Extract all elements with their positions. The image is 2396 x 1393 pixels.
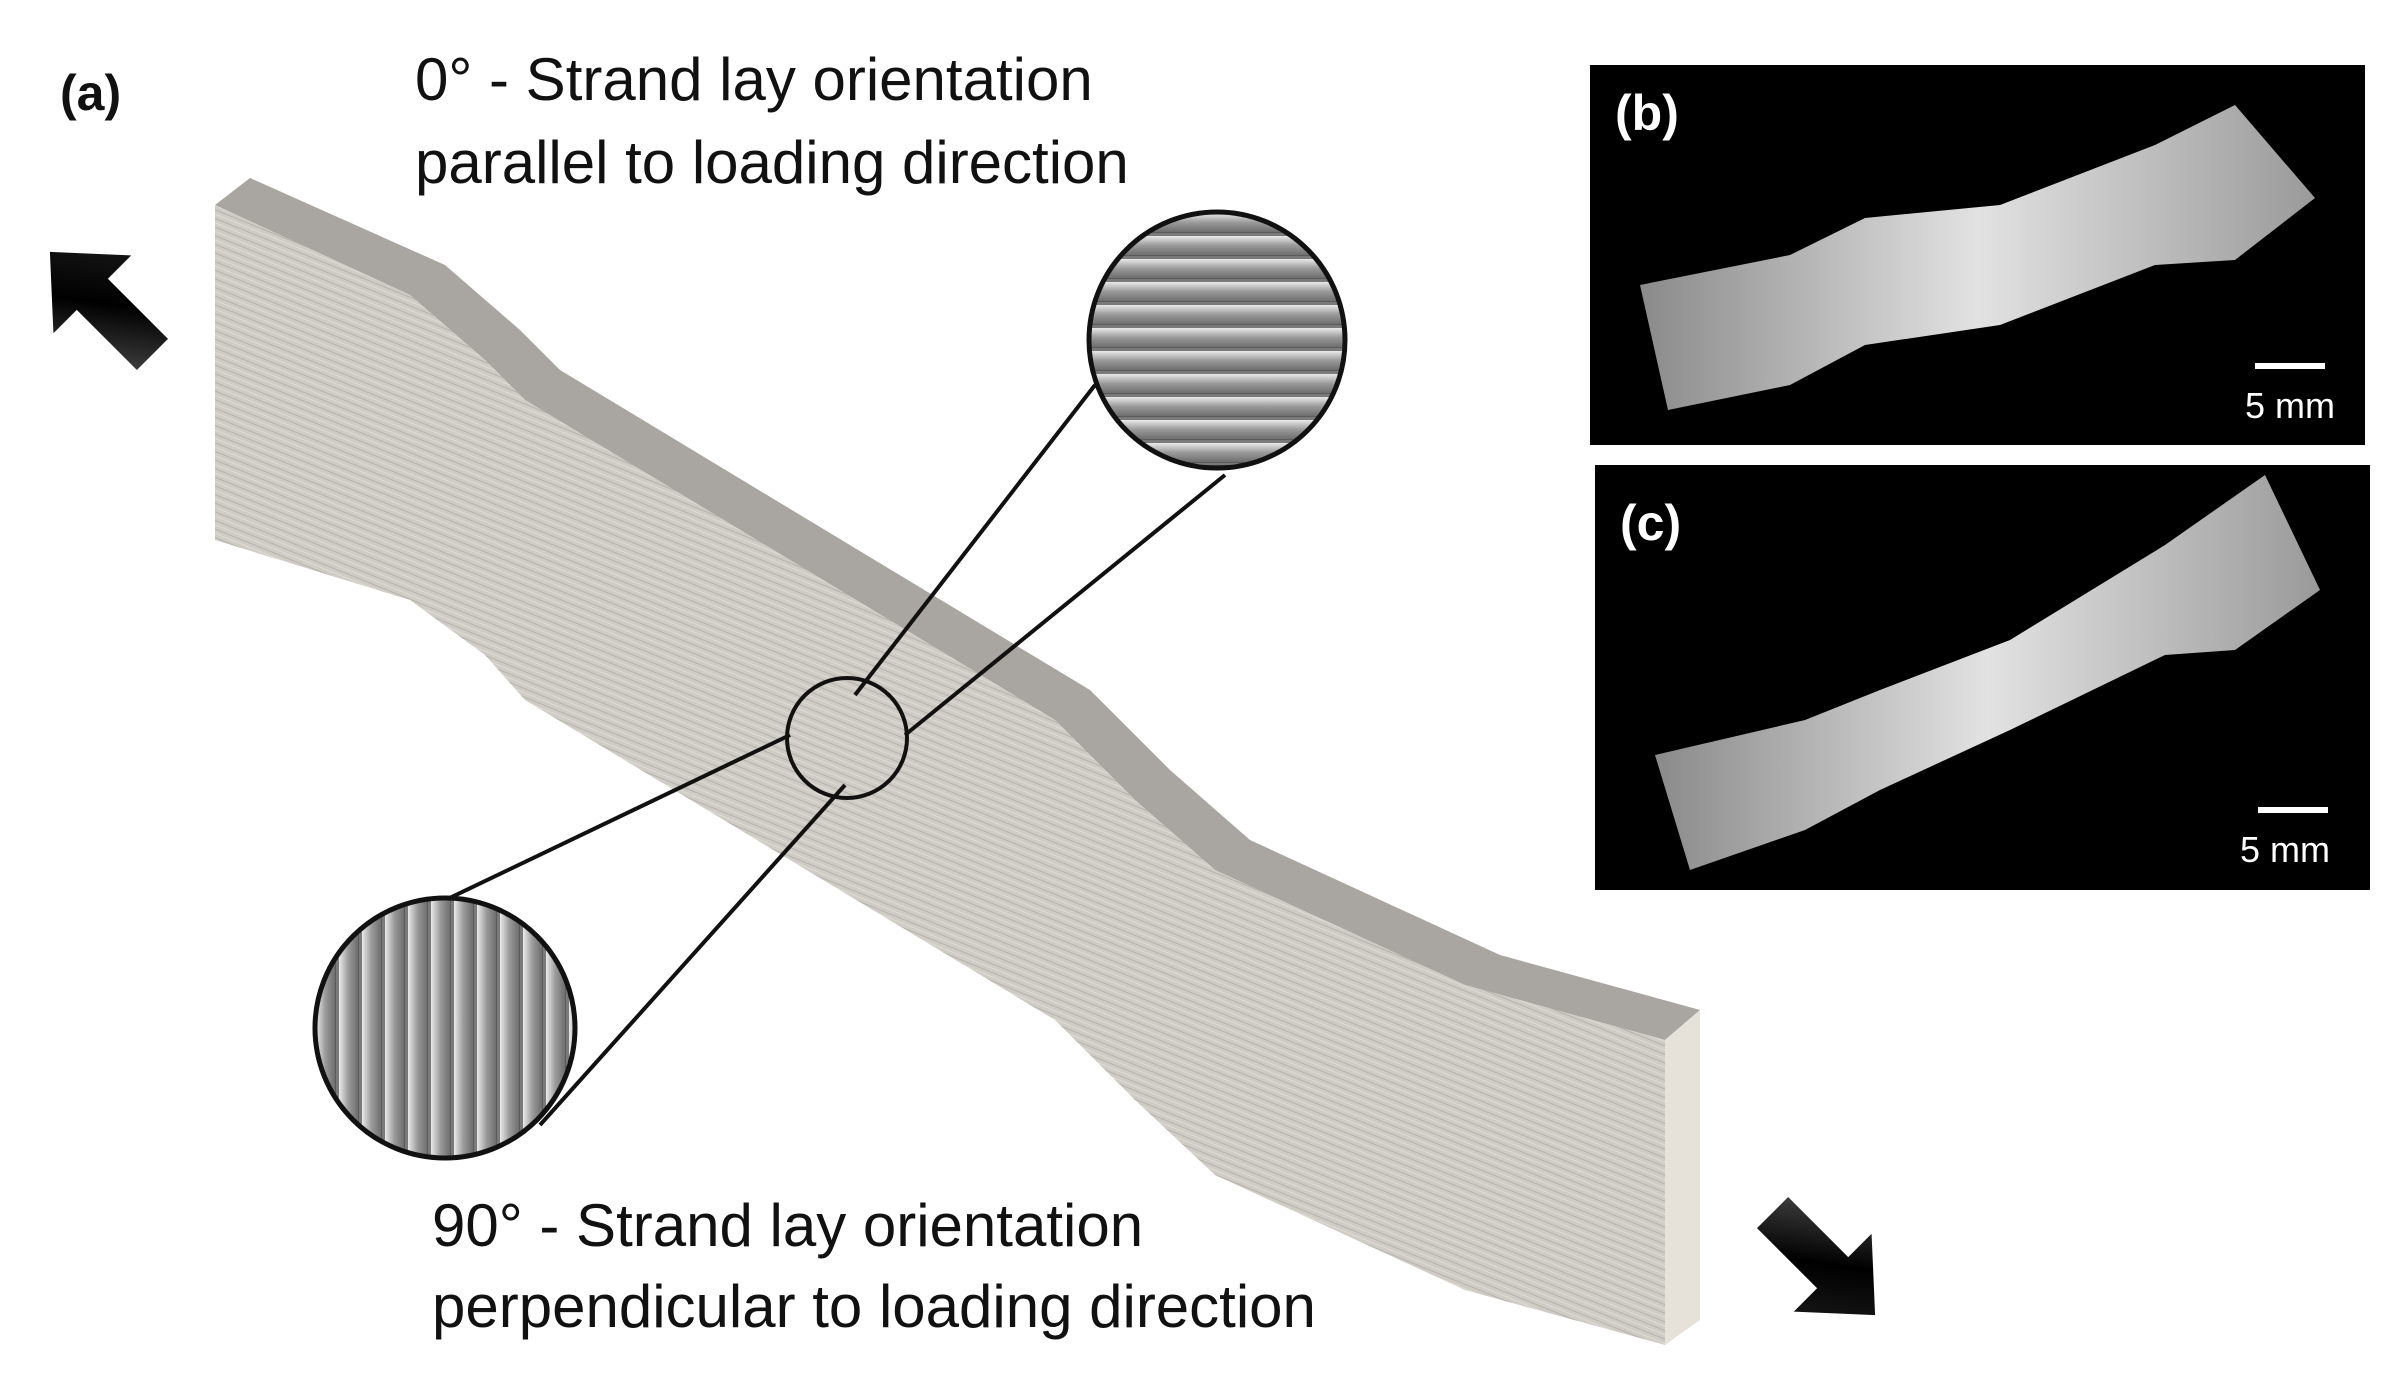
strand-rod bbox=[1089, 395, 1345, 418]
strand-rod bbox=[1089, 257, 1345, 280]
strand-rod bbox=[1089, 234, 1345, 257]
strand-rod bbox=[544, 898, 567, 1158]
strand-rod bbox=[521, 898, 544, 1158]
panel-a-label: (a) bbox=[60, 65, 121, 121]
load-arrow-icon bbox=[49, 251, 168, 370]
strand-rod bbox=[1089, 464, 1345, 468]
panel-c: (c) 5 mm bbox=[1595, 465, 2370, 890]
strand-rod bbox=[1089, 303, 1345, 326]
connector-line bbox=[434, 733, 791, 907]
strand-rod bbox=[1089, 441, 1345, 464]
load-arrow-icon bbox=[1757, 1197, 1876, 1316]
strand-rod bbox=[429, 898, 452, 1158]
centre-selection-circle bbox=[785, 676, 909, 800]
panel-c-label: (c) bbox=[1620, 495, 1681, 551]
strand-rod bbox=[383, 898, 406, 1158]
panel-a: (a) 0° - Strand lay orientation parallel… bbox=[49, 46, 1876, 1345]
micrograph-b-specimen bbox=[1640, 105, 2315, 410]
strand-rod bbox=[1089, 280, 1345, 303]
strand-rod bbox=[315, 898, 337, 1158]
scale-bar-c bbox=[2258, 807, 2328, 813]
strand-rod bbox=[498, 898, 521, 1158]
scale-label-b: 5 mm bbox=[2245, 385, 2335, 426]
strand-rod bbox=[406, 898, 429, 1158]
specimen-end-face bbox=[1665, 1010, 1700, 1345]
strand-rod bbox=[1089, 212, 1345, 234]
caption-90deg-line1: 90° - Strand lay orientation bbox=[432, 1192, 1143, 1259]
caption-0deg-line2: parallel to loading direction bbox=[415, 129, 1129, 196]
caption-0deg-line1: 0° - Strand lay orientation bbox=[415, 46, 1093, 113]
panel-b: (b) 5 mm bbox=[1590, 65, 2365, 445]
strand-rod bbox=[1089, 418, 1345, 441]
strand-rod bbox=[567, 898, 575, 1158]
connector-line bbox=[903, 473, 1227, 737]
strand-rod bbox=[452, 898, 475, 1158]
strand-rod bbox=[360, 898, 383, 1158]
connector-line bbox=[853, 383, 1097, 697]
strand-rod bbox=[1089, 349, 1345, 372]
strand-rod bbox=[337, 898, 360, 1158]
scale-label-c: 5 mm bbox=[2240, 829, 2330, 870]
strand-rod bbox=[1089, 372, 1345, 395]
connector-line bbox=[538, 783, 847, 1127]
strand-rod bbox=[475, 898, 498, 1158]
panel-b-label: (b) bbox=[1615, 85, 1679, 141]
specimen-front-face bbox=[215, 205, 1665, 1345]
specimen-top-edge bbox=[215, 178, 1700, 1040]
scale-bar-b bbox=[2255, 363, 2325, 369]
caption-90deg-line2: perpendicular to loading direction bbox=[432, 1273, 1316, 1340]
micrograph-c-specimen bbox=[1655, 475, 2320, 870]
strand-rod bbox=[1089, 326, 1345, 349]
zoom-inset-90deg bbox=[312, 895, 578, 1161]
zoom-inset-0deg bbox=[1086, 209, 1348, 471]
